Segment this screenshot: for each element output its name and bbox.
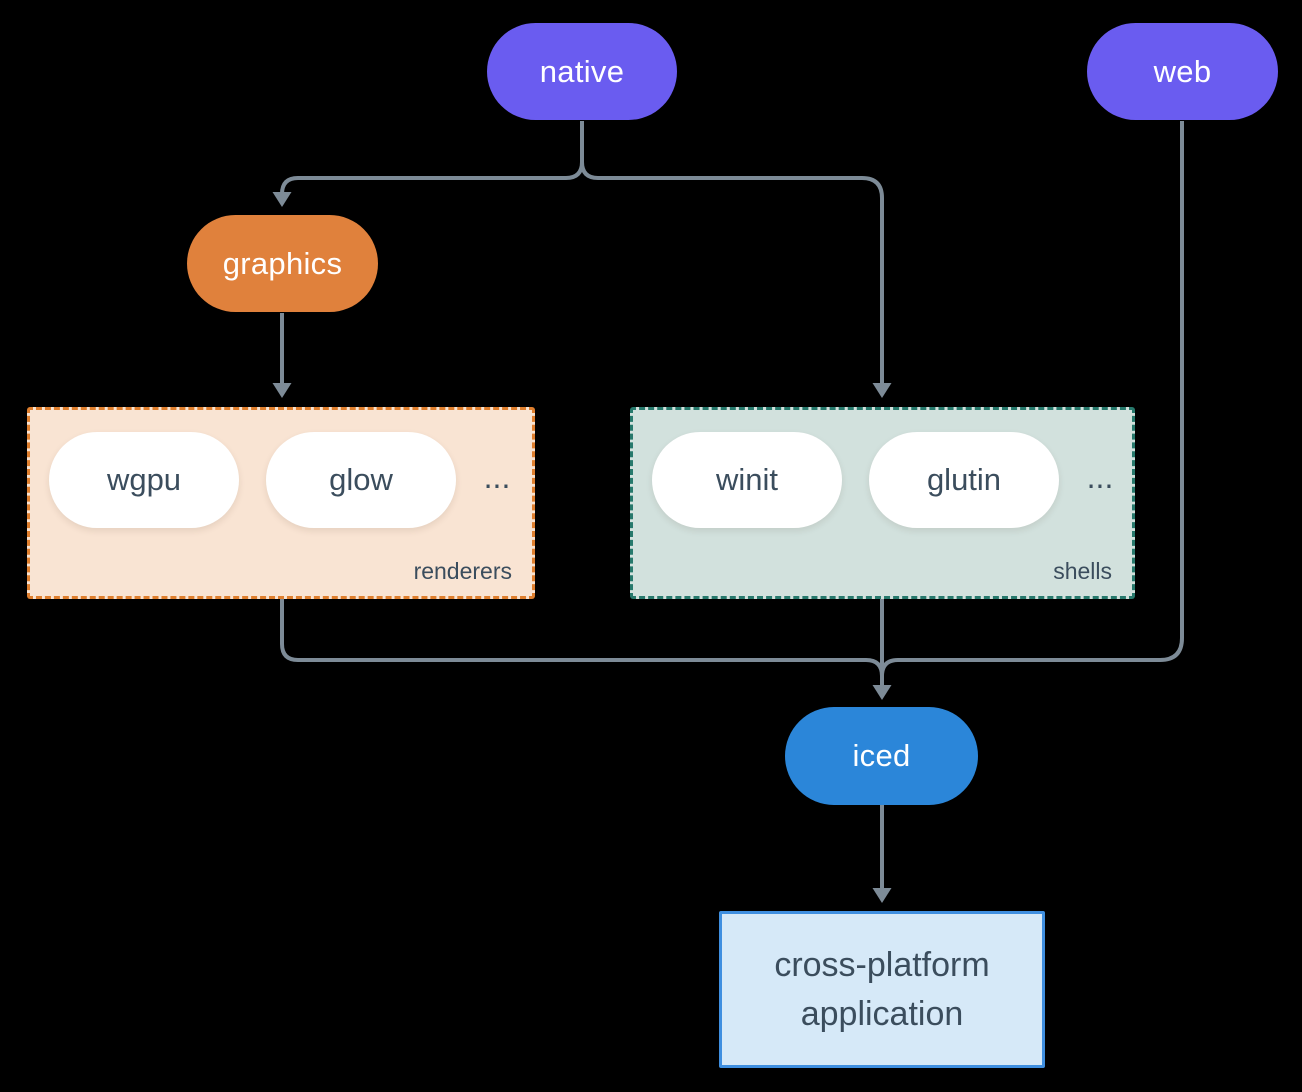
edge-renderers-iced [280, 599, 884, 677]
node-web: web [1087, 23, 1278, 120]
shells-caption: shells [1053, 558, 1112, 584]
application-label-line1: cross-platform [774, 946, 990, 985]
arrowhead-shells [872, 383, 892, 398]
node-iced: iced [785, 707, 978, 805]
node-web-label: web [1153, 53, 1212, 89]
arrowhead-application [872, 888, 892, 903]
node-graphics-label: graphics [222, 245, 343, 281]
node-wgpu: wgpu [49, 432, 239, 528]
edge-native-graphics [280, 121, 584, 195]
group-shells: winit glutin ... shells [630, 407, 1135, 599]
renderers-ellipsis: ... [483, 459, 511, 495]
node-glow-label: glow [329, 462, 393, 497]
node-glow: glow [266, 432, 456, 528]
node-winit-label: winit [715, 462, 778, 497]
group-renderers: wgpu glow ... renderers [27, 407, 535, 599]
node-glutin-label: glutin [926, 462, 1002, 497]
node-glutin: glutin [869, 432, 1059, 528]
arrowhead-renderers [272, 383, 292, 398]
application-label-line2: application [800, 994, 964, 1033]
edge-native-shells [580, 121, 884, 384]
node-native-label: native [539, 53, 625, 89]
node-native: native [487, 23, 677, 120]
node-graphics: graphics [187, 215, 378, 312]
shells-ellipsis: ... [1086, 459, 1114, 495]
node-wgpu-label: wgpu [106, 462, 182, 497]
node-winit: winit [652, 432, 842, 528]
arrowhead-graphics [272, 192, 292, 207]
node-cross-platform-application: cross-platform application [719, 911, 1045, 1068]
renderers-caption: renderers [413, 558, 512, 584]
arrowhead-iced [872, 685, 892, 700]
node-iced-label: iced [852, 738, 911, 773]
